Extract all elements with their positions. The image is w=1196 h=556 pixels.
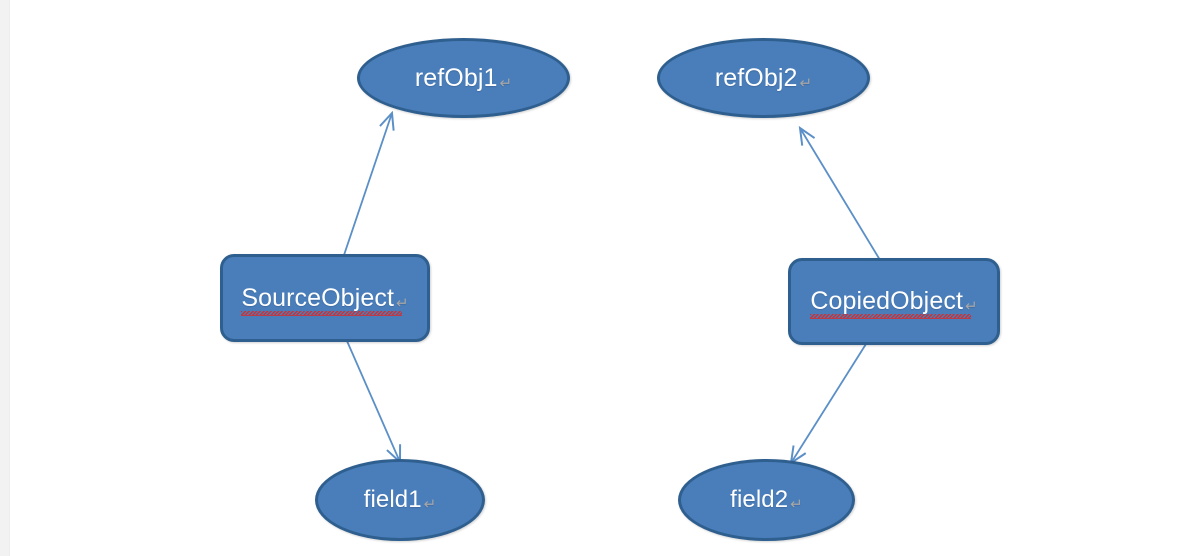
return-mark-icon: ↵ — [799, 74, 813, 92]
node-refobj2[interactable]: refObj2↵ — [657, 38, 870, 118]
node-refobj1[interactable]: refObj1↵ — [357, 38, 570, 118]
node-refobj2-label: refObj2↵ — [714, 63, 813, 92]
connector-copied-to-field2[interactable] — [789, 343, 867, 466]
canvas-left-gutter — [0, 0, 10, 556]
node-copiedobject-label: CopiedObject↵ — [810, 287, 978, 319]
node-sourceobject-label: SourceObject↵ — [241, 283, 409, 316]
node-sourceobject[interactable]: SourceObject↵ — [220, 254, 430, 342]
return-mark-icon: ↵ — [499, 74, 513, 92]
return-mark-icon: ↵ — [396, 294, 409, 312]
node-refobj1-label: refObj1↵ — [414, 63, 513, 92]
connector-source-to-field1[interactable] — [346, 340, 402, 465]
return-mark-icon: ↵ — [965, 298, 978, 315]
node-field1-label: field1↵ — [363, 486, 437, 513]
node-field2[interactable]: field2↵ — [678, 459, 855, 541]
connector-copied-to-refObj2[interactable] — [798, 125, 881, 261]
connector-source-to-refObj1[interactable] — [342, 110, 395, 259]
return-mark-icon: ↵ — [790, 496, 803, 513]
return-mark-icon: ↵ — [423, 496, 437, 513]
node-copiedobject[interactable]: CopiedObject↵ — [788, 258, 1000, 345]
node-field1[interactable]: field1↵ — [315, 459, 485, 541]
node-field2-label: field2↵ — [730, 486, 803, 513]
